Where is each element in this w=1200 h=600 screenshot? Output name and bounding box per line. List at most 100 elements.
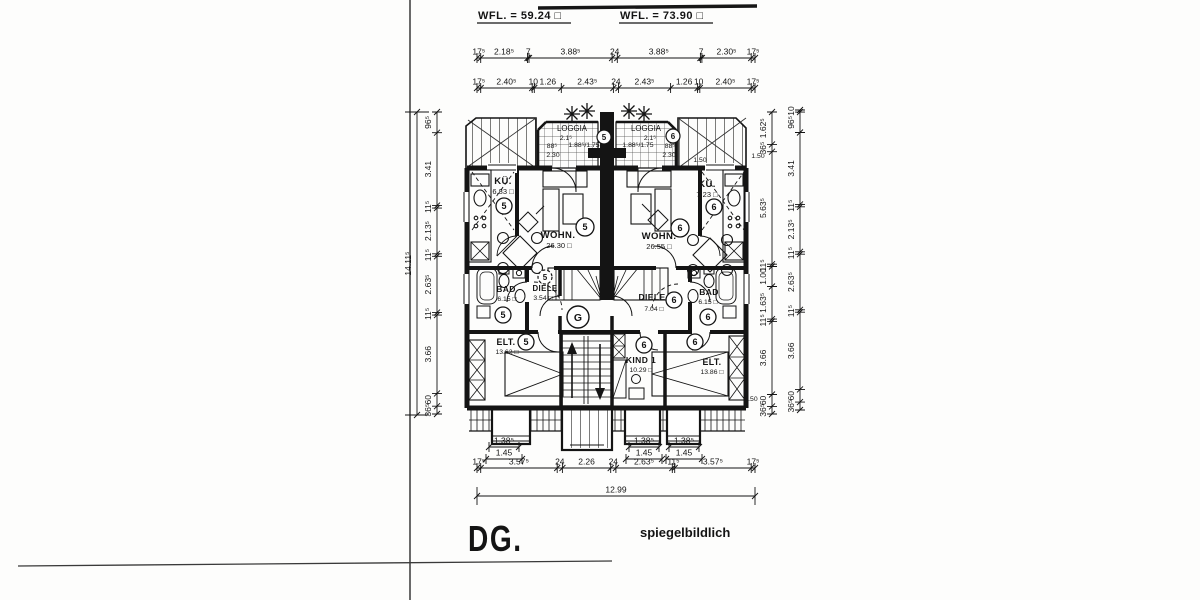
room-label-kind: KIND 1	[626, 355, 656, 365]
dim-label: 1.45	[676, 448, 693, 458]
party-wall	[588, 112, 626, 300]
area-label-bad-left: 6.15 □	[497, 296, 516, 303]
dim-label: 1.26	[676, 77, 693, 87]
dim-label: 2.13⁵	[786, 219, 796, 239]
dim-label: 11⁵	[786, 199, 796, 211]
dim-label: 10	[786, 106, 796, 116]
dim-label: 11⁵	[786, 305, 796, 317]
dim-label: 5.63⁵	[758, 198, 768, 218]
loggia-right	[615, 120, 678, 169]
room-label-loggia-left: LOGGIA	[557, 124, 588, 133]
side-dimension-marks: 1.50 1.50 1.50	[693, 153, 764, 403]
loggia-left-door-width: 88⁵	[547, 143, 558, 150]
dim-label: 3.66	[758, 349, 768, 366]
dim-label: 11⁵	[758, 314, 768, 326]
room-label-ku-right: KÜ.	[698, 179, 716, 190]
stair-direction-arrows	[567, 342, 605, 400]
room-label-bad-right: BAD	[699, 287, 719, 297]
plant-stand-left	[517, 205, 545, 233]
dim-label: 17⁵	[472, 77, 485, 87]
dim-label: 14.11⁵	[403, 251, 413, 275]
area-label-ku-left: 6.83 □	[492, 187, 514, 196]
dim-label: 12.99	[605, 485, 627, 495]
plant-icons	[564, 103, 652, 122]
unit-badges: 5 6 5 6 5 6 5 6 5 6 5 6 6 G	[494, 128, 723, 354]
wardrobe-right	[728, 335, 746, 401]
area-label-diele-left: 3.54 □	[533, 295, 552, 302]
kitchen-left	[468, 169, 492, 263]
dim-label: 2.63⁵	[786, 272, 796, 292]
unit-badge-loggia-right: 6	[671, 132, 676, 141]
dim-label: 1.38⁵	[674, 436, 694, 446]
dim-label: 2.43⁵	[635, 77, 655, 87]
unit-badge-loggia-left: 5	[602, 133, 607, 142]
dim-label: 96⁵	[786, 116, 796, 129]
roof-block-right	[677, 117, 747, 169]
unit-badge-elt-left: 5	[523, 337, 528, 347]
sofa-group-right	[626, 170, 672, 232]
dormer-right	[665, 406, 702, 446]
dim-label: 36⁵	[423, 404, 433, 417]
unit-badge-wohn-left: 5	[582, 222, 587, 232]
dim-label: 17⁵	[747, 457, 760, 467]
unit-badge-ku-right: 6	[711, 202, 716, 212]
dim-label: 24	[609, 457, 619, 467]
unit-badge-kind: 6	[641, 340, 646, 350]
dim-label: 1.38⁵	[634, 436, 654, 446]
stair-exit-bump	[560, 406, 614, 452]
dim-label: 3.88⁵	[561, 47, 581, 57]
dim-label: 2.40⁵	[496, 77, 516, 87]
dormer-left	[490, 406, 532, 446]
plant-stand-right	[641, 203, 669, 231]
dim-label: 10	[529, 77, 539, 87]
dim-label: 11⁵	[667, 457, 679, 467]
dim-label: 1.62⁵	[758, 118, 768, 138]
dim-label: 11⁵	[786, 247, 796, 259]
unit-badge-wohn-right: 6	[677, 223, 682, 233]
unit-badge-elt-right: 6	[692, 337, 697, 347]
dim-mark-3: 1.50	[744, 396, 757, 403]
room-label-wohn-left: WOHN.	[541, 230, 576, 241]
dim-label: 2.26	[578, 457, 595, 467]
dim-label: 17⁵	[747, 47, 760, 57]
dim-label: 2.13⁵	[423, 221, 433, 241]
room-label-elt-left: ELT.	[496, 337, 515, 347]
room-labels: LOGGIA 2.1⁵ 1.88⁵/1.75 88⁵ 2.30 LOGGIA 2…	[492, 124, 723, 376]
stairwell-badge: G	[574, 312, 582, 324]
kitchen-right	[722, 169, 746, 263]
loggia-right-depth: 2.1⁵	[644, 135, 656, 142]
area-label-wohn-left: 26.30 □	[546, 241, 572, 250]
dim-mark-1: 1.50	[693, 157, 706, 164]
dim-label: 36⁵	[786, 400, 796, 413]
dim-label: 3.88⁵	[649, 47, 669, 57]
unit-badge-bad-left: 5	[500, 310, 505, 320]
dim-label: 3.66	[423, 346, 433, 363]
dim-label: 10	[694, 77, 704, 87]
mirror-note: spiegelbildlich	[640, 525, 730, 540]
kind-room-furniture	[612, 333, 645, 400]
bathroom-left-fixtures	[476, 267, 526, 319]
room-label-diele-left: DIELE	[533, 284, 558, 293]
wfl-right-label: WFL. = 73.90 □	[620, 10, 704, 22]
area-label-elt-right: 13.86 □	[700, 369, 723, 376]
room-label-diele-right: DIELE	[638, 292, 665, 302]
stairs-upper-winders	[547, 267, 669, 301]
dim-label: 2.40⁵	[715, 77, 735, 87]
dim-label: 3.41	[786, 160, 796, 177]
dim-label: 3.41	[423, 161, 433, 178]
roof-block-left	[465, 117, 537, 169]
door-arcs	[496, 167, 721, 353]
dim-label: 24	[555, 457, 565, 467]
loggia-left-inner-dim: 1.88⁵/1.75	[568, 142, 599, 149]
room-label-bad-left: BAD	[496, 284, 516, 294]
dim-label: 11⁵	[423, 201, 433, 213]
sofa-group-left	[542, 170, 588, 232]
dim-label: 11⁵	[423, 249, 433, 261]
unit-badge-bad-right: 6	[705, 312, 710, 322]
dim-label: 24	[611, 77, 621, 87]
dim-label: 3.66	[786, 342, 796, 359]
dim-label: 2.43⁵	[577, 77, 597, 87]
dim-label: 2.63⁵	[423, 274, 433, 294]
